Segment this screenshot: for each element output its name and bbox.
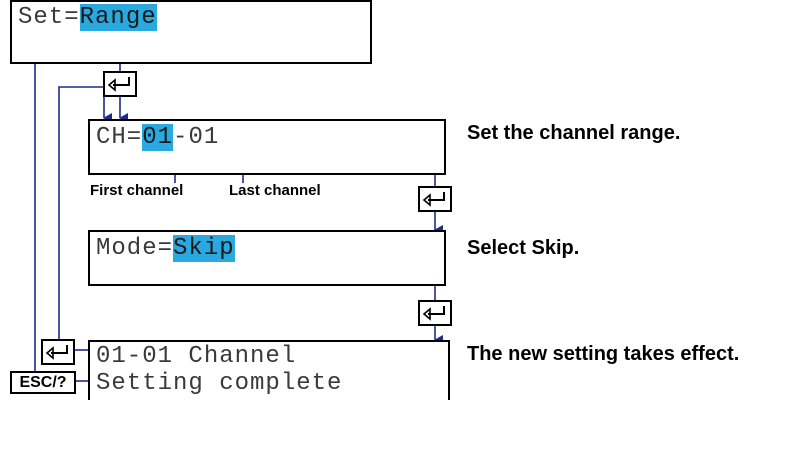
flow-connectors: [33, 51, 443, 382]
result-line-1: 01-01 Channel: [96, 343, 297, 370]
set-prefix: Set=: [18, 4, 80, 31]
enter-key-2[interactable]: [418, 186, 452, 212]
enter-key-icon: [45, 345, 68, 360]
channel-prefix: CH=: [96, 124, 143, 151]
channel-description: Set the channel range.: [467, 122, 681, 144]
last-channel-label: Last channel: [229, 182, 321, 199]
enter-key-4[interactable]: [41, 339, 75, 365]
last-channel-value: 01: [188, 124, 220, 151]
mode-screen: Mode=Skip: [88, 230, 446, 286]
set-value: Range: [79, 4, 157, 31]
enter-key-icon: [422, 306, 445, 321]
result-description: The new setting takes effect.: [467, 343, 740, 365]
mode-value: Skip: [173, 235, 235, 262]
flow-diagram: Set=Range CH=01-01 Set the channel range…: [10, 0, 740, 400]
enter-key-icon: [422, 192, 445, 207]
esc-key[interactable]: ESC/?: [10, 371, 76, 394]
channel-screen: CH=01-01: [88, 119, 446, 175]
mode-description: Select Skip.: [467, 237, 580, 259]
channel-separator: -: [173, 124, 189, 151]
enter-key-3[interactable]: [418, 300, 452, 326]
first-channel-value: 01: [142, 124, 174, 151]
mode-prefix: Mode=: [96, 235, 174, 262]
first-channel-label: First channel: [90, 182, 184, 199]
set-screen: Set=Range: [10, 0, 372, 64]
enter-key-icon: [107, 77, 130, 92]
result-screen: 01-01 Channel Setting complete: [88, 340, 450, 400]
enter-key-1[interactable]: [103, 71, 137, 97]
result-line-2: Setting complete: [96, 370, 343, 397]
connector-loop-to-channel: [58, 86, 112, 340]
